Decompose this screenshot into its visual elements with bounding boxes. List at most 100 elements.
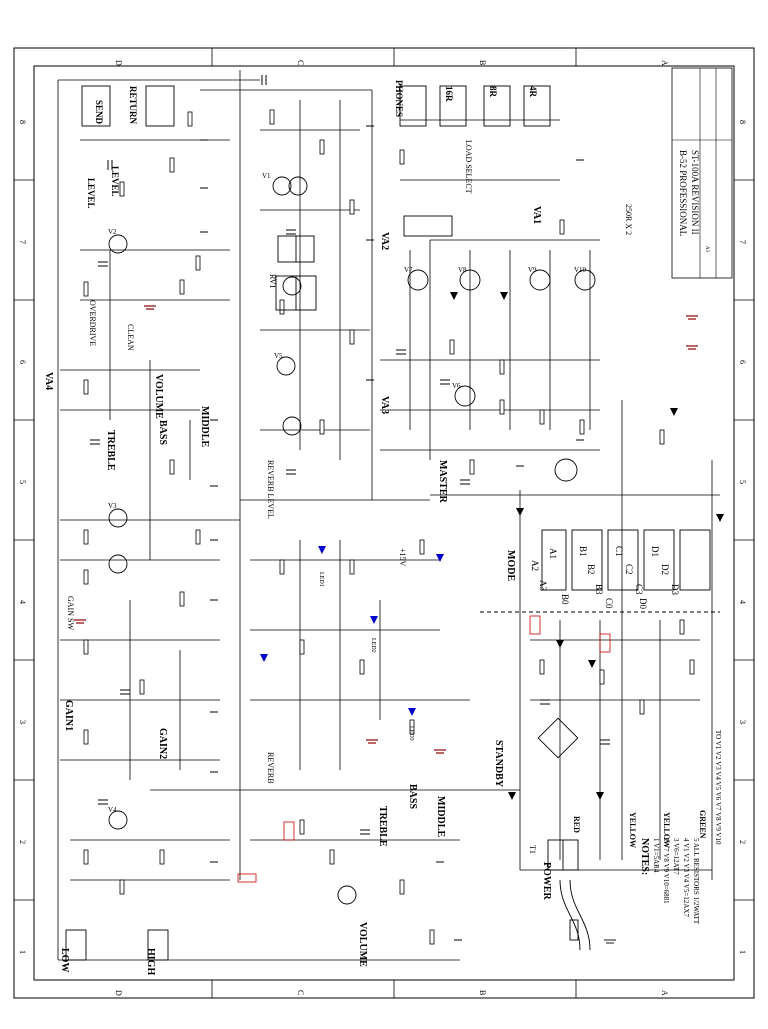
label-plus15v: +15V [398, 548, 407, 567]
contact-a1: A1 [548, 548, 558, 559]
label-return: RETURN [128, 86, 138, 125]
label-va3: VA3 [379, 396, 390, 414]
label-master: MASTER [437, 460, 448, 504]
border-number-right-4: 4 [738, 600, 747, 604]
outer-frame [13, 47, 755, 999]
label-bass-clean: BASS [407, 784, 418, 809]
label-treble-od: TREBLE [105, 430, 116, 471]
border-ticks [14, 48, 754, 998]
border-number-left-4: 4 [18, 600, 27, 604]
label-4r: 4R [528, 86, 538, 98]
border-number-left-6: 6 [18, 360, 27, 364]
wiring [57, 70, 720, 961]
contact-d2: D2 [660, 564, 670, 575]
notes-line-4: 4 V1 V2 V3 V4 V5=12AX7 [682, 838, 690, 917]
border-number-left-5: 5 [18, 480, 27, 484]
label-treble-clean: TREBLE [377, 806, 388, 847]
label-led2: LED2 [370, 638, 376, 653]
contact-d0: D0 [638, 598, 648, 609]
contact-b0: B0 [560, 594, 570, 605]
label-red: RED [572, 816, 581, 833]
border-number-left-3: 3 [18, 720, 27, 724]
label-8r: 8R [488, 86, 498, 98]
voltage-marks [237, 615, 611, 883]
resistors [83, 109, 695, 945]
contact-b2: B2 [586, 564, 596, 575]
label-send: SEND [94, 100, 104, 125]
label-green: GREEN [698, 810, 707, 839]
contact-a2: A2 [530, 560, 540, 571]
border-number-left-7: 7 [18, 240, 27, 244]
label-input-low: LOW [59, 948, 70, 972]
border-number-right-1: 1 [738, 950, 747, 954]
contact-d3: D3 [670, 584, 680, 595]
label-mode: MODE [505, 550, 516, 581]
label-tube-v1: V1 [262, 172, 271, 180]
transformers [275, 215, 579, 871]
inner-frame [33, 65, 735, 981]
label-tube-v3: V3 [108, 502, 117, 510]
jack-symbols [65, 85, 551, 961]
label-filament-to: TO V1 V2 V3 V4 V5 V6 V7 V8 V9 V10 [714, 730, 722, 845]
notes-line-1: 1 V1=5AR4 [652, 838, 660, 873]
notes-heading: NOTES: [639, 838, 650, 875]
contact-d1: D1 [650, 546, 660, 557]
border-letter-bottom-a: A [660, 990, 669, 996]
label-250r: 250R X 2 [624, 204, 633, 235]
label-power: POWER [541, 862, 552, 901]
label-volume-clean: VOLUME [153, 374, 164, 419]
border-number-right-2: 2 [738, 840, 747, 844]
label-phones: PHONES [394, 80, 404, 117]
notes-line-5: 5 ALL RESISTORS 1/2WATT [692, 838, 700, 925]
contact-c1: C1 [614, 546, 624, 557]
label-reverb-switch: REVERB [266, 752, 275, 784]
border-number-left-1: 1 [18, 950, 27, 954]
label-t1: T1 [528, 845, 537, 854]
label-tube-v9: V9 [528, 266, 537, 274]
label-middle-clean: MIDDLE [435, 796, 446, 837]
border-number-right-7: 7 [738, 240, 747, 244]
title-company: B-52 PROFESSIONAL [678, 150, 688, 236]
label-yellow-1: YELLOW [628, 812, 637, 848]
border-number-left-2: 2 [18, 840, 27, 844]
notes-line-2: 2 V7 V8 V9 V10=6881 [662, 838, 670, 904]
label-volume-od: VOLUME [357, 922, 368, 967]
tubes [108, 176, 596, 905]
label-yellow-2: YELLOW [662, 812, 671, 848]
notes-line-3: 3 V6=12AT7 [672, 838, 680, 875]
border-number-left-8: 8 [18, 120, 27, 124]
label-led1: LED1 [318, 572, 324, 587]
label-level-return: LEVEL [110, 166, 120, 197]
title-size: A3 [704, 246, 709, 253]
contact-c0: C0 [604, 598, 614, 609]
label-clean: CLEAN [126, 324, 135, 351]
border-letter-top-a: A [660, 60, 669, 66]
label-middle-od: MIDDLE [199, 406, 210, 447]
border-letter-bottom-b: B [478, 990, 487, 995]
contact-b1: B1 [578, 546, 588, 557]
label-gain1: GAIN1 [63, 700, 74, 731]
mains-input [559, 879, 616, 951]
label-input-high: HIGH [145, 948, 156, 975]
label-reverb-level: REVERB LEVEL [266, 460, 275, 519]
label-tube-v10: V10 [574, 266, 587, 274]
title-model: ST-100A REVISION II [690, 150, 700, 235]
label-va2: VA2 [379, 232, 390, 250]
label-led3: LED3 [408, 726, 414, 741]
label-tube-v5: V5 [274, 352, 283, 360]
label-tube-v7: V7 [404, 266, 413, 274]
label-overdrive: OVERDRIVE [88, 300, 97, 346]
contact-c2: C2 [624, 564, 634, 575]
label-16r: 16R [444, 86, 454, 102]
label-va4: VA4 [43, 372, 54, 390]
contact-c3: C3 [634, 584, 644, 595]
chassis-grounds [200, 125, 584, 941]
border-letter-top-c: C [296, 60, 305, 65]
label-tube-v4: V4 [108, 806, 117, 814]
border-number-right-6: 6 [738, 360, 747, 364]
label-bass-od: BASS [157, 420, 168, 445]
label-reverb-tank: RV1 [268, 274, 277, 288]
label-va1: VA1 [531, 206, 542, 224]
label-gain2: GAIN2 [157, 728, 168, 759]
